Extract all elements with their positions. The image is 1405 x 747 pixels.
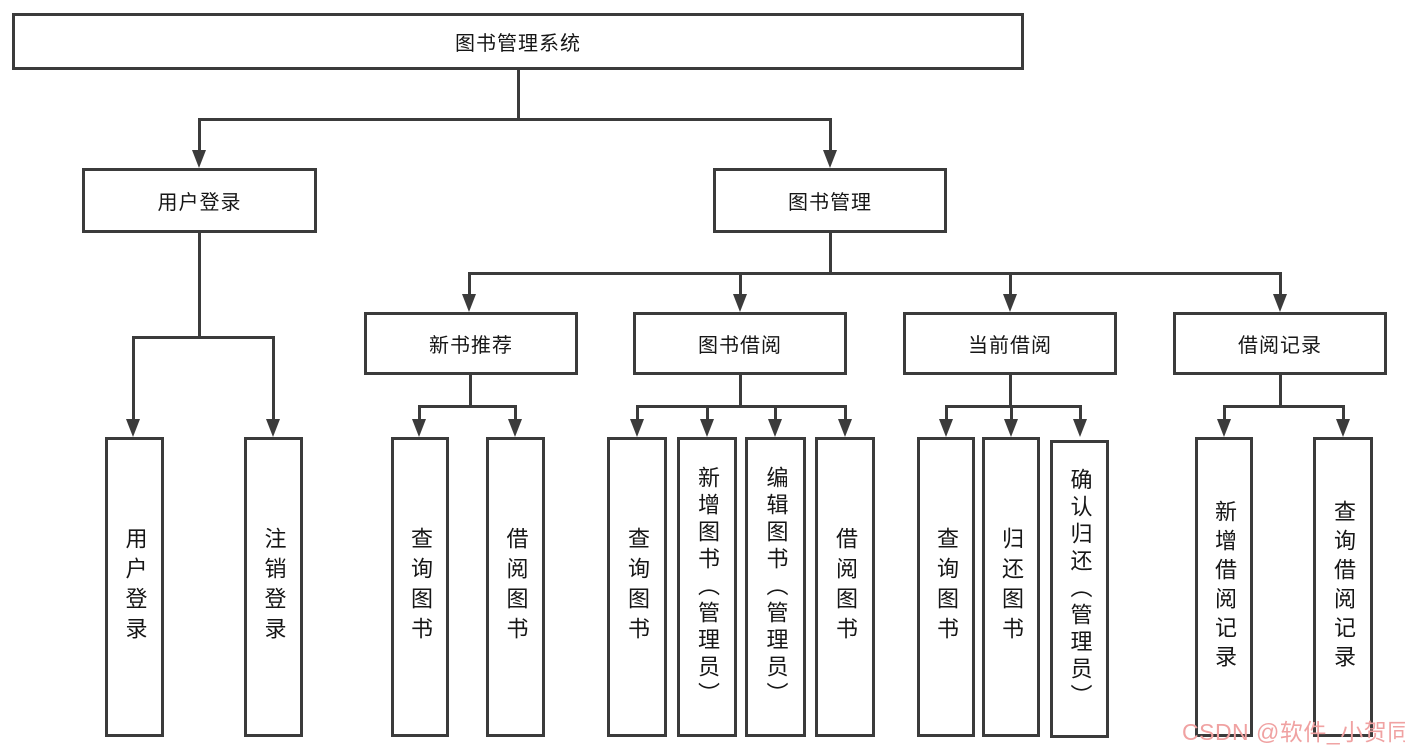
arrow-down — [630, 419, 644, 437]
arrow-down — [768, 419, 782, 437]
leaf-add-book-admin: 新增图书（管理员） — [677, 437, 737, 737]
arrow-down — [266, 419, 280, 437]
connector-line — [517, 70, 520, 119]
arrow-down — [1073, 419, 1087, 437]
connector-line — [418, 405, 517, 408]
connector-line — [132, 336, 275, 339]
arrow-down — [1003, 294, 1017, 312]
connector-line — [468, 272, 471, 296]
arrow-down — [939, 419, 953, 437]
connector-line — [1009, 375, 1012, 407]
watermark: CSDN @软件_小贺同学 — [1182, 719, 1405, 745]
connector-line — [1010, 405, 1013, 421]
connector-line — [1279, 375, 1282, 407]
arrow-down — [192, 150, 206, 168]
connector-line — [739, 375, 742, 407]
leaf-confirm-return-admin: 确认归还（管理员） — [1050, 440, 1109, 738]
leaf-query-borrow-record: 查询借阅记录 — [1313, 437, 1373, 737]
connector-line — [468, 272, 1282, 275]
connector-line — [829, 118, 832, 152]
connector-line — [829, 233, 832, 274]
arrow-down — [838, 419, 852, 437]
node-borrowing-records: 借阅记录 — [1173, 312, 1387, 375]
leaf-borrow-books-recommend: 借阅图书 — [486, 437, 545, 737]
connector-line — [1279, 272, 1282, 296]
connector-line — [1223, 405, 1345, 408]
leaf-query-books-recommend: 查询图书 — [391, 437, 449, 737]
connector-line — [774, 405, 777, 421]
connector-line — [272, 336, 275, 420]
node-new-book-recommend: 新书推荐 — [364, 312, 578, 375]
leaf-edit-book-admin: 编辑图书（管理员） — [745, 437, 806, 737]
connector-line — [844, 405, 847, 421]
node-current-borrowing: 当前借阅 — [903, 312, 1117, 375]
arrow-down — [1336, 419, 1350, 437]
leaf-return-books: 归还图书 — [982, 437, 1040, 737]
connector-line — [739, 272, 742, 296]
connector-line — [514, 405, 517, 421]
leaf-add-borrow-record: 新增借阅记录 — [1195, 437, 1253, 737]
arrow-down — [1217, 419, 1231, 437]
connector-line — [1079, 405, 1082, 421]
connector-line — [636, 405, 847, 408]
node-user-login: 用户登录 — [82, 168, 317, 233]
connector-line — [132, 336, 135, 420]
arrow-down — [1273, 294, 1287, 312]
arrow-down — [462, 294, 476, 312]
node-root: 图书管理系统 — [12, 13, 1024, 70]
connector-line — [1342, 405, 1345, 421]
connector-line — [1223, 405, 1226, 421]
connector-line — [469, 375, 472, 407]
arrow-down — [126, 419, 140, 437]
arrow-down — [700, 419, 714, 437]
arrow-down — [733, 294, 747, 312]
node-book-borrowing: 图书借阅 — [633, 312, 847, 375]
arrow-down — [1004, 419, 1018, 437]
arrow-down — [412, 419, 426, 437]
connector-line — [945, 405, 1082, 408]
node-book-management: 图书管理 — [713, 168, 947, 233]
leaf-logout: 注销登录 — [244, 437, 303, 737]
leaf-user-login: 用户登录 — [105, 437, 164, 737]
connector-line — [198, 118, 832, 121]
connector-line — [198, 233, 201, 337]
connector-line — [945, 405, 948, 421]
connector-line — [1009, 272, 1012, 296]
arrow-down — [823, 150, 837, 168]
leaf-query-books-borrowing: 查询图书 — [607, 437, 667, 737]
connector-line — [198, 118, 201, 152]
connector-line — [706, 405, 709, 421]
connector-line — [636, 405, 639, 421]
arrow-down — [508, 419, 522, 437]
leaf-query-books-current: 查询图书 — [917, 437, 975, 737]
connector-line — [418, 405, 421, 421]
leaf-borrow-books-borrowing: 借阅图书 — [815, 437, 875, 737]
